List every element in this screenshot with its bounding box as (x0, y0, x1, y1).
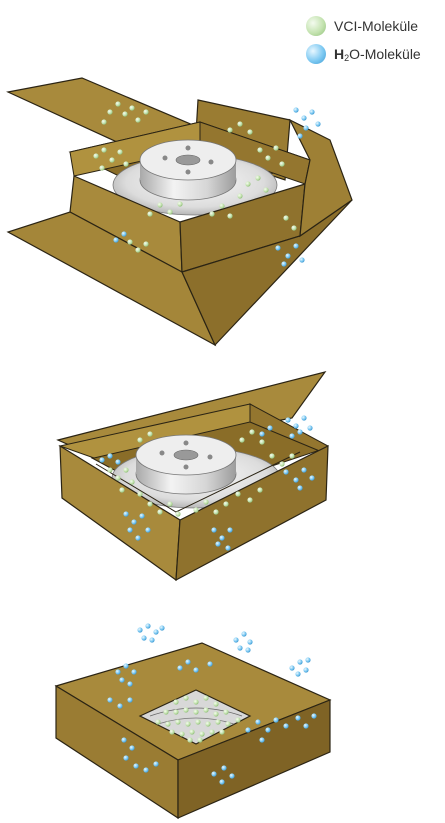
open-box (8, 78, 352, 345)
closed-box (56, 623, 330, 818)
half-closed-box (58, 372, 328, 580)
